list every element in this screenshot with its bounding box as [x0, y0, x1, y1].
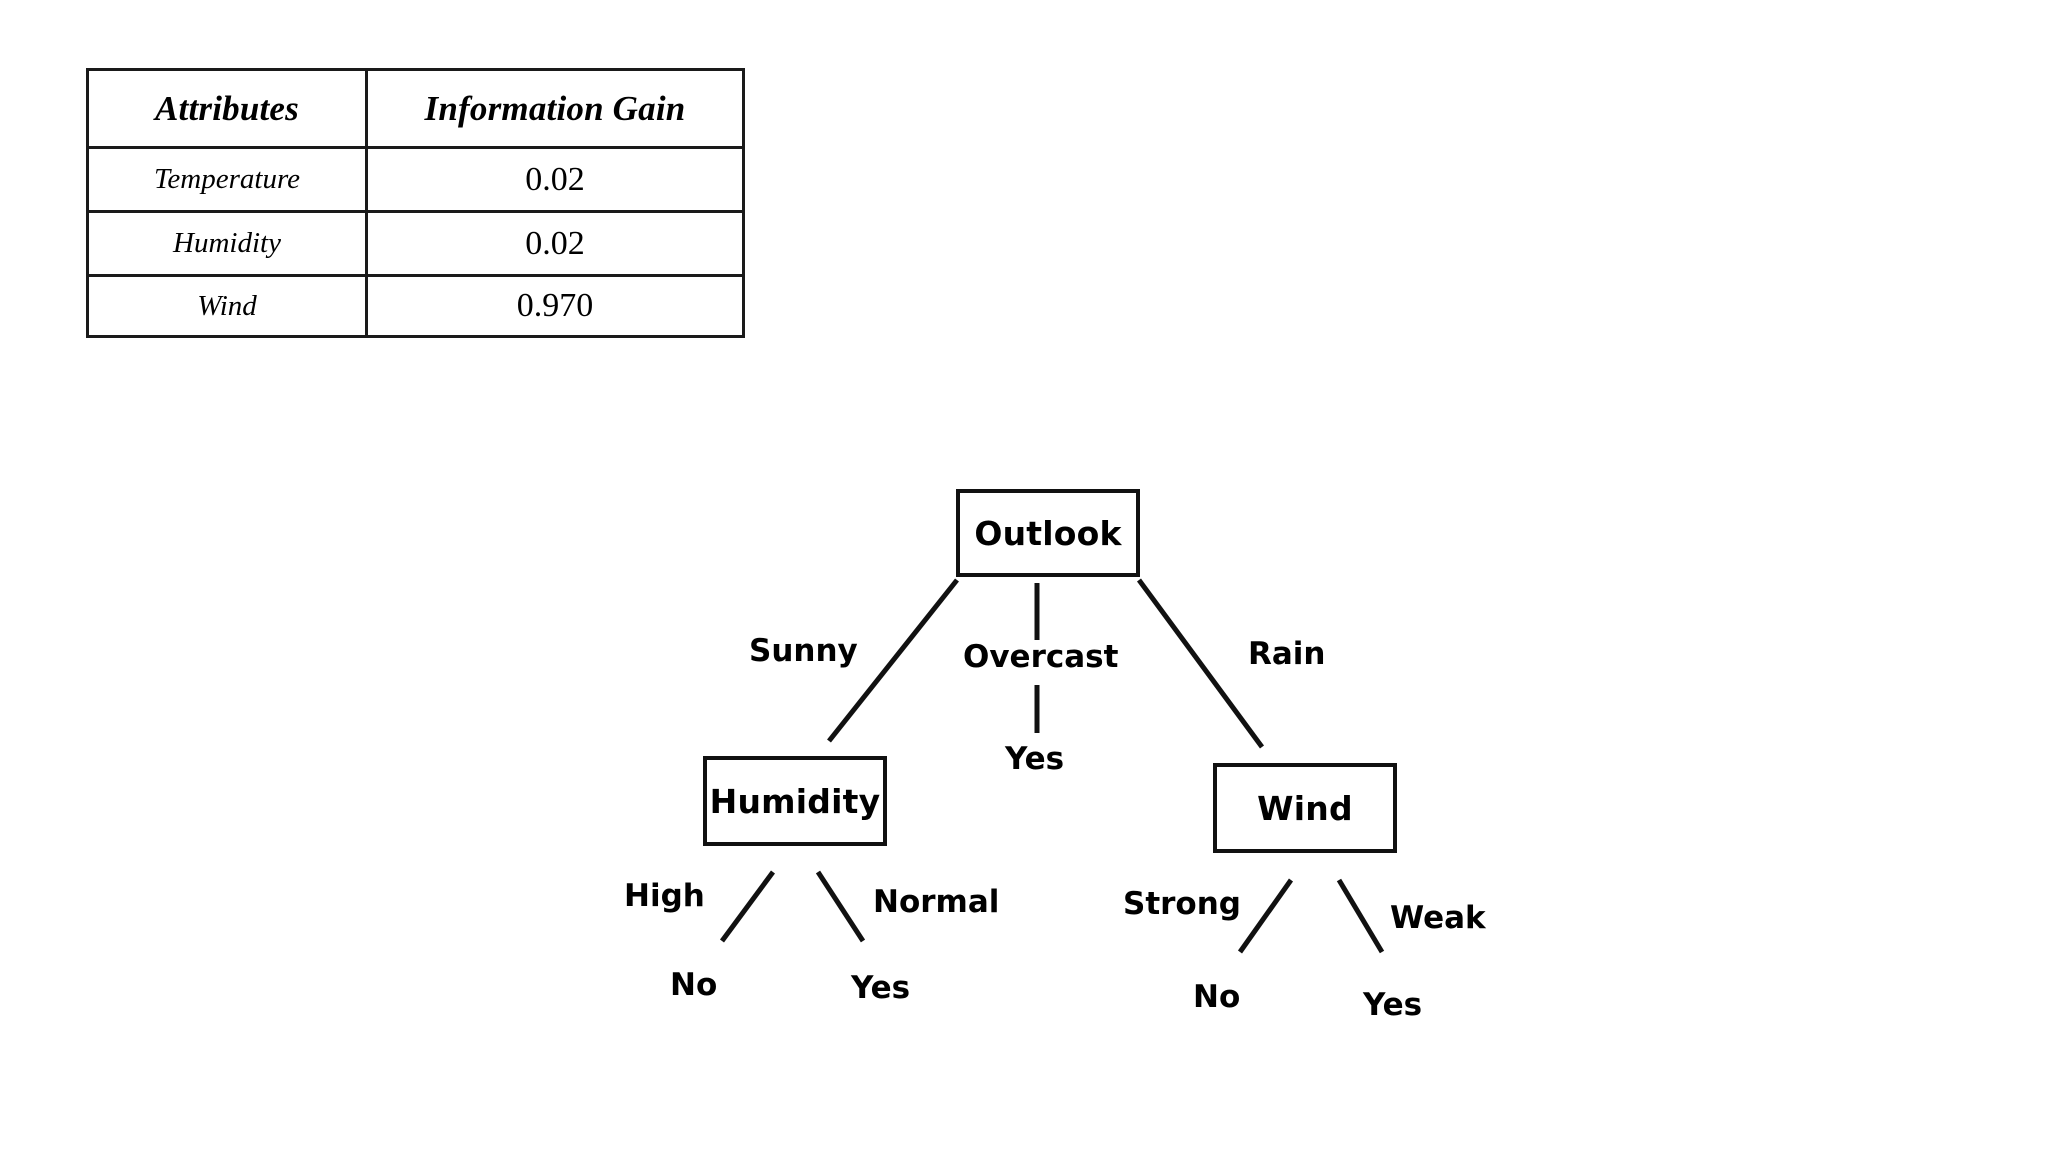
tree-node-wind-label: Wind	[1257, 788, 1353, 828]
edge-wind-weak	[1336, 878, 1385, 954]
leaf-label-wind-weak-yes: Yes	[1363, 987, 1423, 1023]
information-gain-table: Attributes Information Gain Temperature …	[86, 68, 745, 338]
leaf-label-humidity-high-no: No	[670, 967, 718, 1003]
leaf-label-humidity-normal-yes: Yes	[851, 970, 911, 1006]
edge-label-rain: Rain	[1248, 636, 1326, 672]
cell-gain-temperature: 0.02	[365, 146, 745, 213]
tree-node-outlook-label: Outlook	[974, 513, 1122, 553]
column-header-attributes: Attributes	[86, 68, 368, 149]
table-row: Temperature 0.02	[86, 146, 745, 213]
cell-attribute-humidity: Humidity	[86, 210, 368, 277]
edge-label-sunny: Sunny	[749, 633, 858, 669]
edge-label-weak: Weak	[1390, 900, 1486, 936]
cell-gain-wind: 0.970	[365, 274, 745, 338]
edge-label-overcast: Overcast	[963, 639, 1119, 675]
table-row: Wind 0.970	[86, 274, 745, 338]
edge-humidity-high	[719, 870, 776, 943]
edge-label-high: High	[624, 878, 705, 914]
tree-node-humidity-label: Humidity	[709, 781, 881, 821]
cell-gain-humidity: 0.02	[365, 210, 745, 277]
edge-label-strong: Strong	[1123, 886, 1241, 922]
cell-attribute-temperature: Temperature	[86, 146, 368, 213]
edge-wind-strong	[1237, 878, 1294, 954]
tree-node-wind: Wind	[1213, 763, 1397, 853]
table-header-row: Attributes Information Gain	[86, 68, 745, 149]
tree-node-outlook: Outlook	[956, 489, 1140, 577]
cell-attribute-wind: Wind	[86, 274, 368, 338]
edge-label-normal: Normal	[873, 884, 1000, 920]
table-row: Humidity 0.02	[86, 210, 745, 277]
leaf-label-wind-strong-no: No	[1193, 979, 1241, 1015]
leaf-label-overcast-yes: Yes	[1005, 741, 1065, 777]
edge-humidity-normal	[815, 870, 866, 943]
edge-outlook-rain	[1136, 578, 1265, 749]
column-header-information-gain: Information Gain	[365, 68, 745, 149]
tree-node-humidity: Humidity	[703, 756, 887, 846]
